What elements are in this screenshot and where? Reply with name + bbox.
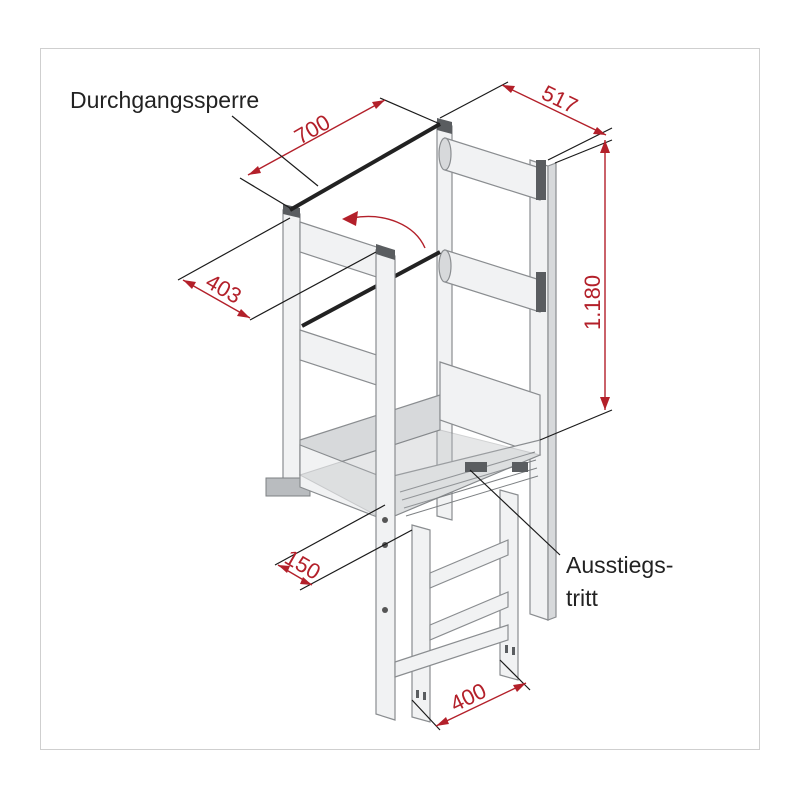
dimension-lines — [177, 81, 613, 731]
ladder-left-stringer — [411, 524, 431, 723]
gate-bar-mid — [301, 250, 441, 328]
dim-517-line — [501, 84, 607, 136]
gate-label: Durchgangssperre — [70, 87, 259, 113]
left-rear-post — [282, 209, 301, 493]
gate-swing-arrowhead — [342, 211, 358, 226]
step-label-line1: Ausstiegs- — [566, 552, 673, 578]
dim-700-line — [247, 99, 386, 176]
base-plate — [265, 477, 311, 497]
step-label-line2: tritt — [566, 585, 599, 611]
step-label-leader — [469, 469, 561, 556]
ladder-holes — [416, 645, 515, 700]
middle-rail — [444, 249, 541, 313]
dim-400-value: 400 — [446, 678, 490, 717]
dim-403-value: 403 — [202, 269, 246, 309]
dim-400-line — [435, 682, 527, 727]
dim-517-value: 517 — [538, 80, 582, 119]
ladder-right-stringer — [499, 489, 519, 681]
front-left-post — [375, 249, 396, 721]
ladder-rungs — [394, 539, 509, 678]
dim-403-line — [182, 279, 251, 319]
image-frame — [40, 48, 760, 750]
ladder-structure — [265, 118, 557, 723]
dim-1180-value: 1.180 — [580, 275, 605, 330]
dim-700-value: 700 — [290, 109, 334, 149]
rear-right-stringer — [529, 159, 549, 621]
gate-bar-top — [289, 122, 441, 212]
dim-150-value: 150 — [281, 545, 325, 585]
gate-label-leader — [231, 115, 319, 187]
text-labels: Durchgangssperre Ausstiegs- tritt 700 51… — [70, 80, 673, 716]
top-rail — [444, 137, 541, 201]
gate-swing-arrow — [351, 215, 426, 249]
